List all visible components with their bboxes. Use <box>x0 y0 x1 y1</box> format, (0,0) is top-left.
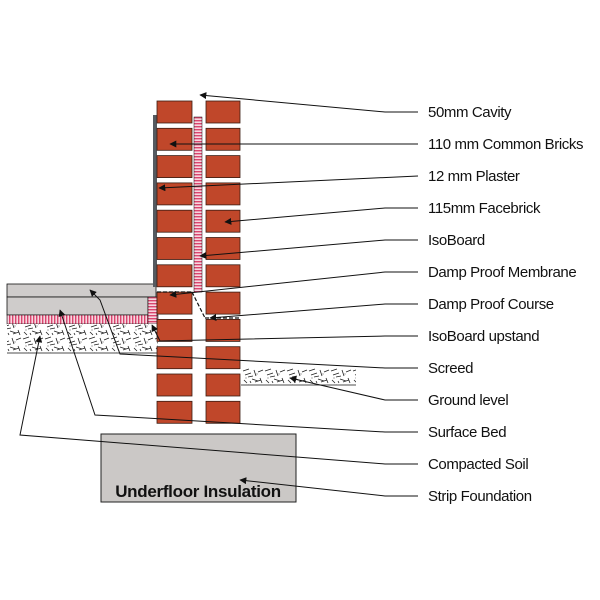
common-brick <box>156 318 193 342</box>
cavity-isoboard <box>193 116 203 293</box>
facebrick <box>205 400 241 424</box>
plaster-layer <box>153 115 157 287</box>
leader-line-isoboard-upstand <box>151 324 418 342</box>
label-common-bricks: 110 mm Common Bricks <box>428 136 583 153</box>
common-brick <box>156 127 193 151</box>
ground-level-strip <box>241 368 356 386</box>
floor-slab <box>6 283 159 354</box>
label-plaster: 12 mm Plaster <box>428 168 520 185</box>
strip-foundation: Underfloor Insulation <box>100 433 297 503</box>
facebrick <box>205 209 241 233</box>
facebrick <box>205 373 241 397</box>
facebrick <box>205 100 241 124</box>
facebrick <box>205 155 241 179</box>
common-brick <box>156 400 193 424</box>
leader-line-damp-proof-course <box>209 303 418 321</box>
leader-line-isoboard <box>199 239 418 259</box>
common-brick <box>156 182 193 206</box>
leader-line-plaster <box>158 175 419 192</box>
facebrick <box>205 291 241 315</box>
facebrick <box>205 318 241 342</box>
label-cavity: 50mm Cavity <box>428 104 512 121</box>
facebrick <box>205 127 241 151</box>
label-damp-proof-membrane: Damp Proof Membrane <box>428 264 576 281</box>
leader-line-strip-foundation <box>239 477 418 497</box>
common-brick <box>156 155 193 179</box>
leader-line-screed <box>89 289 418 369</box>
common-brick <box>156 264 193 288</box>
common-brick <box>156 373 193 397</box>
facebrick <box>205 346 241 370</box>
common-brick <box>156 209 193 233</box>
leader-lines <box>19 92 419 497</box>
label-damp-proof-course: Damp Proof Course <box>428 296 554 313</box>
leader-line-compacted-soil <box>19 335 418 465</box>
damp-proof-course-line <box>157 291 240 319</box>
leader-line-surface-bed <box>58 309 418 433</box>
compacted-soil-layer <box>7 324 158 353</box>
leader-line-ground-level <box>289 376 418 401</box>
isoboard-upstand <box>147 296 158 325</box>
label-column: 50mm Cavity 110 mm Common Bricks 12 mm Pla… <box>428 104 583 505</box>
facebrick <box>205 237 241 260</box>
label-ground-level: Ground level <box>428 392 508 409</box>
label-screed: Screed <box>428 360 473 377</box>
common-brick <box>156 237 193 260</box>
screed-layer <box>6 283 157 298</box>
leader-line-facebrick <box>224 207 418 225</box>
label-isoboard-upstand: IsoBoard upstand <box>428 328 539 345</box>
leader-line-damp-proof-membrane <box>169 271 418 298</box>
common-brick <box>156 291 193 315</box>
label-strip-foundation: Strip Foundation <box>428 488 532 505</box>
common-brick <box>156 100 193 124</box>
label-isoboard: IsoBoard <box>428 232 485 249</box>
surface-bed-layer <box>6 296 149 316</box>
leader-line-cavity <box>199 92 418 113</box>
label-surface-bed: Surface Bed <box>428 424 506 441</box>
facebrick <box>205 264 241 288</box>
foundation-label: Underfloor Insulation <box>115 482 281 501</box>
facebrick <box>205 182 241 206</box>
isoboard-underfloor-layer <box>6 314 159 325</box>
brick-leaves <box>156 100 241 424</box>
label-compacted-soil: Compacted Soil <box>428 456 528 473</box>
label-facebrick: 115mm Facebrick <box>428 200 541 217</box>
